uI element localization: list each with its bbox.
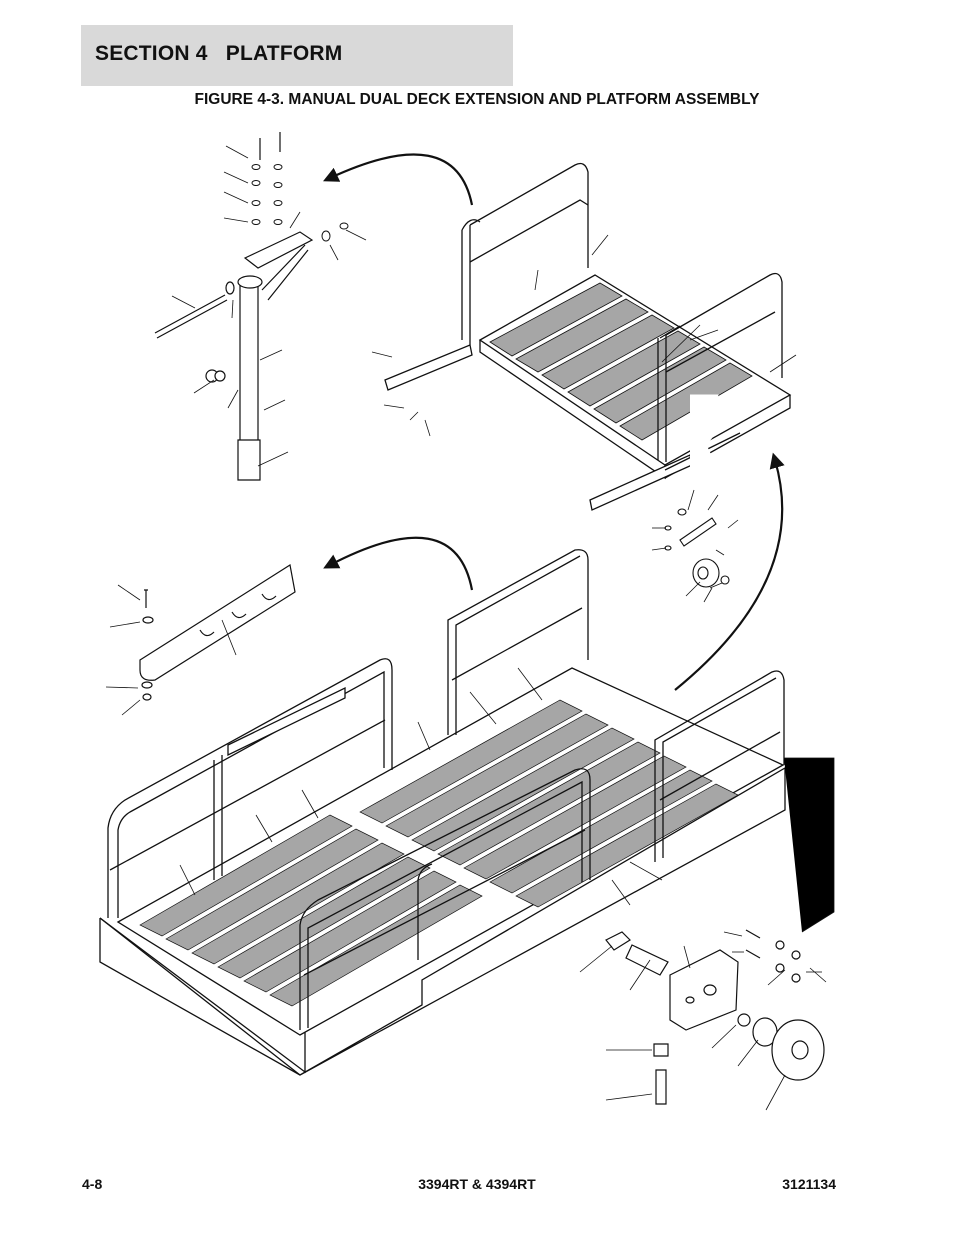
footer-document-number: 3121134	[782, 1176, 836, 1192]
footer-page-number: 4-8	[82, 1176, 103, 1192]
section-header: SECTION 4 PLATFORM	[81, 25, 513, 86]
chain-bracket	[139, 564, 296, 701]
figure-caption: FIGURE 4-3. MANUAL DUAL DECK EXTENSION A…	[194, 91, 760, 108]
extension-deck-upper	[384, 162, 792, 511]
section-title: SECTION 4 PLATFORM	[95, 42, 343, 65]
exploded-assembly-drawing	[99, 132, 835, 1111]
callout-leaders-lower	[105, 489, 835, 1111]
roller-kit	[605, 929, 825, 1105]
hardware-stack-upper	[251, 164, 349, 242]
roller-hardware	[664, 508, 730, 588]
callout-leaders-upper	[171, 145, 797, 467]
extension-handle-assembly	[154, 132, 314, 481]
break-mark	[690, 394, 723, 471]
footer-model: 3394RT & 4394RT	[418, 1176, 536, 1192]
main-platform	[99, 549, 786, 1076]
